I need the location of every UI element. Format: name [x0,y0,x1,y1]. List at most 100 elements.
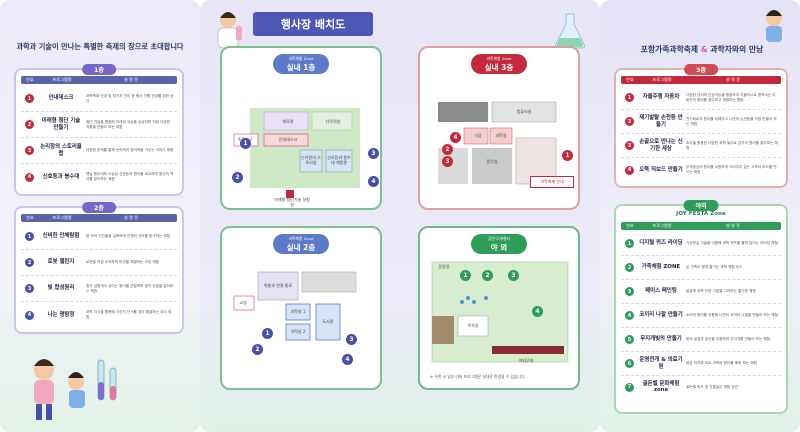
row-number: 1 [625,239,634,248]
room-label: 과학실 2 [290,328,306,334]
program-desc: 로봇을 직접 조작하며 미션을 해결하는 코딩 체험 [86,260,159,265]
table-row: 5 무지개빛의 만들기 빛의 굴절과 분산을 이용하여 무지개를 만들어 보는 … [621,328,781,352]
program-desc: 전기회로의 원리를 이해하고 나만의 손전등을 직접 만들어 보는 체험 [686,116,777,126]
table-row: 2 로봇 챌린지 로봇을 직접 조작하며 미션을 해결하는 코딩 체험 [21,250,177,276]
table-header: 번호 프로그램명 설 명 문 [21,214,177,222]
program-name: 논리창의 스토리클럽 [40,144,82,157]
table-header: 번호 프로그램명 설 명 문 [621,76,781,84]
room-label: 과학실 1 [290,308,306,314]
program-desc: 몸 속의 기관들을 살펴보며 인체의 신비를 탐구하는 체험 [86,234,171,239]
program-name: 무지개빛의 만들기 [640,336,682,343]
map-note: ※ 우천 시 일부 야외 프로그램은 실내로 변경될 수 있습니다. [430,374,526,379]
program-name: 골든벨 문화체험 zone [642,380,680,393]
program-name: 안내데스크 [48,95,74,102]
program-desc: 빛의 굴절과 분산을 이용하여 무지개를 만들어 보는 체험 [686,337,771,342]
map-pin: 1 [460,270,471,281]
room-label: 야외무대 [518,357,534,363]
th-program: 프로그램명 [52,215,72,220]
program-desc: 얼굴에 과학 관련 그림을 그려보는 즐거운 체험 [686,289,756,294]
row-number: 3 [625,141,634,150]
row-number: 6 [625,359,634,368]
row-number: 2 [25,120,34,129]
room-label: 체육관 [282,118,294,124]
program-name: 빛 합성원리 [47,285,75,292]
row-number: 2 [625,117,634,126]
row-number: 4 [625,165,634,175]
th-no: 번호 [626,77,634,82]
left-headline: 과학과 기술이 만나는 특별한 축제의 장으로 초대합니다 [16,42,184,51]
map-pin: 3 [346,334,357,345]
scientist-illustration [217,12,242,49]
row-number: 1 [625,93,634,102]
outdoor-plan [431,261,569,363]
th-program: 프로그램명 [652,77,672,82]
map-tag: 과학체험 Zone 실내 3층 [471,54,527,74]
left-panel: 과학과 기술이 만나는 특별한 축제의 장으로 초대합니다 1층 번호 프로그램… [0,0,200,432]
table-row: 2 재기발랄 손전등 만들기 전기회로의 원리를 이해하고 나만의 손전등을 직… [621,110,781,134]
map-tag-sub: 공연·무대행사 [487,236,511,241]
table-header: 번호 프로그램명 설 명 문 [621,222,781,230]
row-number: 4 [25,310,34,320]
map-pin: 1 [240,138,251,149]
right-headline: 포항가족과학축제 & 과학자와의 만남 [608,44,796,55]
outdoor-tab: 야외 [683,200,719,211]
headline-part-b: 과학자와의 만남 [710,45,764,54]
map-tag: 과학체험 Zone 실내 2층 [273,234,329,254]
th-desc: 설 명 문 [725,223,741,228]
th-no: 번호 [26,77,34,82]
table-row: 1 디지털 퀴즈 라이딩 가상현실 기술을 이용해 과학 퀴즈를 풀며 달리는 … [621,232,781,256]
program-name: 운명전개 & 의료기원 [639,357,683,370]
row-number: 5 [625,335,634,344]
info-label: 과학축제 안내 [530,176,574,188]
floor1-card: 1층 번호 프로그램명 설 명 문 1 안내데스크 과학축제 안내 및 참가자 … [14,64,184,196]
program-name: 페이스 페인팅 [645,288,677,295]
table-row: 2 미래형 첨단 기술 만들기 첨단 기술을 활용해 미래의 세상을 상상하며 … [21,112,177,138]
map-tag-label: 실내 2층 [286,243,316,252]
map-pin: 3 [442,156,453,167]
map-tag-label: 야 외 [490,243,508,252]
th-program: 프로그램명 [52,77,72,82]
program-desc: 다양한 문제를 통해 논리력과 창의력을 키우는 이야기 체험 [86,148,174,153]
program-desc: 무게중심의 원리를 이용하여 쓰러지지 않는 오뚝이 보드를 만드는 체험 [686,165,777,174]
table-row: 6 운명전개 & 의료기원 응급 처치와 의료 과학의 원리를 배워 보는 체험 [621,352,781,376]
floor1-plan [233,108,360,198]
program-desc: 과학축제 안내 및 참가자 관리 등 행사 진행 안내를 위한 공간 [86,93,174,103]
flask-illustration [555,13,585,49]
outdoor-card: 야외 JOY FESTA Zone 번호 프로그램명 설 명 문 1 디지털 퀴… [614,200,788,414]
map-tag-sub: 과학체험 Zone [288,56,314,61]
program-desc: 촉각을 활용한 다양한 과학 놀이로 감각의 원리를 알아보는 체험 [686,140,778,150]
row-number: 3 [25,146,34,155]
th-desc: 설 명 문 [725,77,741,82]
th-desc: 설 명 문 [123,215,139,220]
program-desc: 응급 처치와 의료 과학의 원리를 배워 보는 체험 [686,361,757,366]
map-tag-sub: 과학체험 Zone [288,236,314,241]
room-label: 운동장 [438,263,450,269]
room-label: 과학실 [495,132,507,138]
floor2-tab: 2층 [82,202,116,213]
table-row: 3 논리창의 스토리클럽 다양한 문제를 통해 논리력과 창의력을 키우는 이야… [21,138,177,164]
floor3-plan [438,101,557,185]
map-pin: 4 [450,132,461,143]
map-pin: 4 [342,354,353,365]
floor2-plan [233,271,357,341]
map-tag: 과학체험 Zone 실내 1층 [273,54,329,74]
floor3-tab: 3층 [684,64,718,75]
room-label: 도서관 [322,318,334,324]
row-number: 1 [25,94,34,103]
program-name: 재기발랄 손전등 만들기 [639,115,683,128]
room-label: 식당 [474,132,482,138]
program-desc: 온 가족이 함께 즐기는 과학 체험 부스 [686,265,743,270]
room-label: 교실 [239,299,247,305]
table-row: 2 가족체험 ZONE 온 가족이 함께 즐기는 과학 체험 부스 [621,256,781,280]
table-row: 1 신비한 인체탐험 몸 속의 기관들을 살펴보며 인체의 신비를 탐구하는 체… [21,224,177,250]
map-pin: 2 [232,172,243,183]
map-tag-label: 실내 1층 [286,63,316,72]
program-name: 가족체험 ZONE [641,264,681,271]
table-row: 1 안내데스크 과학축제 안내 및 참가자 관리 등 행사 진행 안내를 위한 … [21,86,177,112]
map-pin: 4 [368,176,379,187]
map-pin: 2 [442,144,453,155]
map-tag-sub: 과학체험 Zone [486,56,512,61]
zone-title: JOY FESTA Zone [676,211,726,217]
room-label: 논리창의 스토리실 [301,155,321,165]
map-tag: 공연·무대행사 야 외 [471,234,527,254]
